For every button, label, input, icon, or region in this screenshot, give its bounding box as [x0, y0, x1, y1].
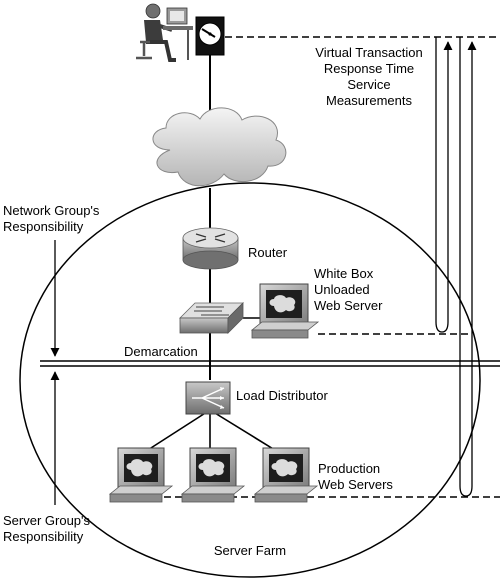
production-response-loop [459, 37, 477, 497]
demarcation-label: Demarcation [124, 344, 198, 359]
switch-icon [179, 302, 244, 334]
production-server-1-icon [108, 447, 174, 503]
user-at-workstation-icon [136, 3, 193, 62]
whitebox-label-line-2: Unloaded [314, 282, 370, 297]
whitebox-server-icon [250, 283, 320, 339]
router-label: Router [248, 245, 288, 260]
measurements-label-line-3: Service [347, 77, 391, 92]
demarcation-line [40, 360, 500, 367]
router-icon [182, 227, 239, 270]
measurements-label-line-4: Measurements [326, 93, 412, 108]
response-time-monitor-icon [195, 16, 225, 56]
load-distributor-label: Load Distributor [236, 388, 328, 403]
server-farm-label: Server Farm [213, 543, 287, 558]
cloud-icon [152, 107, 287, 187]
network-group-label-line-2: Responsibility [3, 219, 84, 234]
whitebox-response-loop [435, 37, 453, 333]
production-server-3-icon [253, 447, 319, 503]
production-label-line-1: Production [318, 461, 381, 476]
measurements-label-line-1: Virtual Transaction [315, 45, 423, 60]
whitebox-label-line-1: White Box [314, 266, 374, 281]
production-server-2-icon [180, 447, 246, 503]
server-group-label-line-1: Server Group's [3, 513, 91, 528]
measurements-label-line-2: Response Time [323, 61, 415, 76]
server-farm-boundary [19, 182, 481, 578]
whitebox-label-line-3: Web Server [314, 298, 383, 313]
server-group-label-line-2: Responsibility [3, 529, 84, 544]
load-distributor-icon [185, 381, 231, 415]
production-label-line-2: Web Servers [318, 477, 393, 492]
network-group-label-line-1: Network Group's [3, 203, 100, 218]
